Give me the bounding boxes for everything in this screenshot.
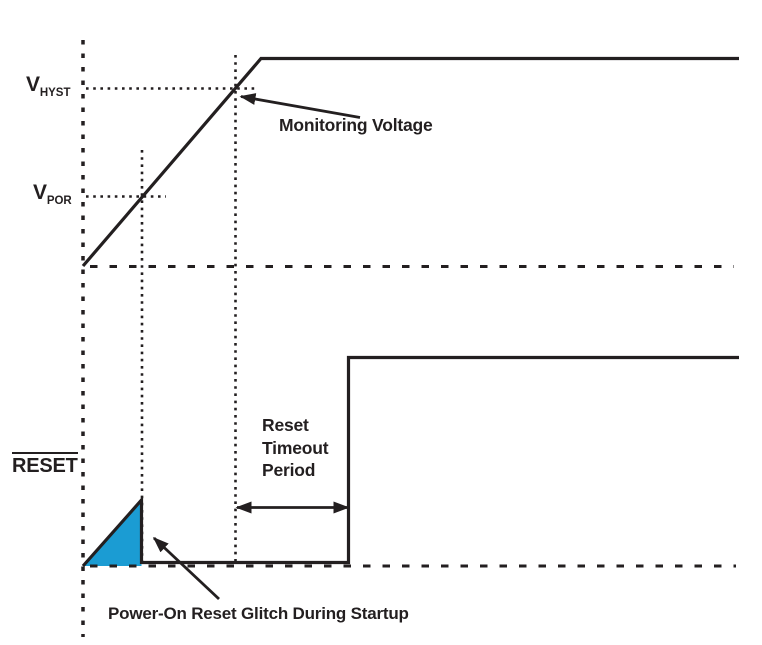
- por-glitch-arrow-icon: [152, 536, 220, 601]
- reset-signal-label: RESET: [12, 452, 78, 478]
- v-por-subscript: POR: [46, 195, 72, 207]
- v-por-label: VPOR: [33, 181, 72, 207]
- v-hyst-subscript: HYST: [39, 87, 71, 99]
- monitoring-voltage-annotation: Monitoring Voltage: [279, 115, 433, 135]
- v-hyst-main: V: [26, 73, 40, 96]
- v-por-main: V: [33, 181, 47, 204]
- por-glitch-triangle-outline: [81, 495, 144, 568]
- v-hyst-label: VHYST: [26, 73, 71, 99]
- monitoring-voltage-arrow-icon: [239, 93, 361, 119]
- monitoring-voltage-waveform: [81, 56, 739, 268]
- por-glitch-annotation: Power-On Reset Glitch During Startup: [108, 604, 409, 623]
- reset-waveform: [141, 355, 739, 565]
- reset-timeout-period-annotation: Reset Timeout Period: [262, 415, 329, 480]
